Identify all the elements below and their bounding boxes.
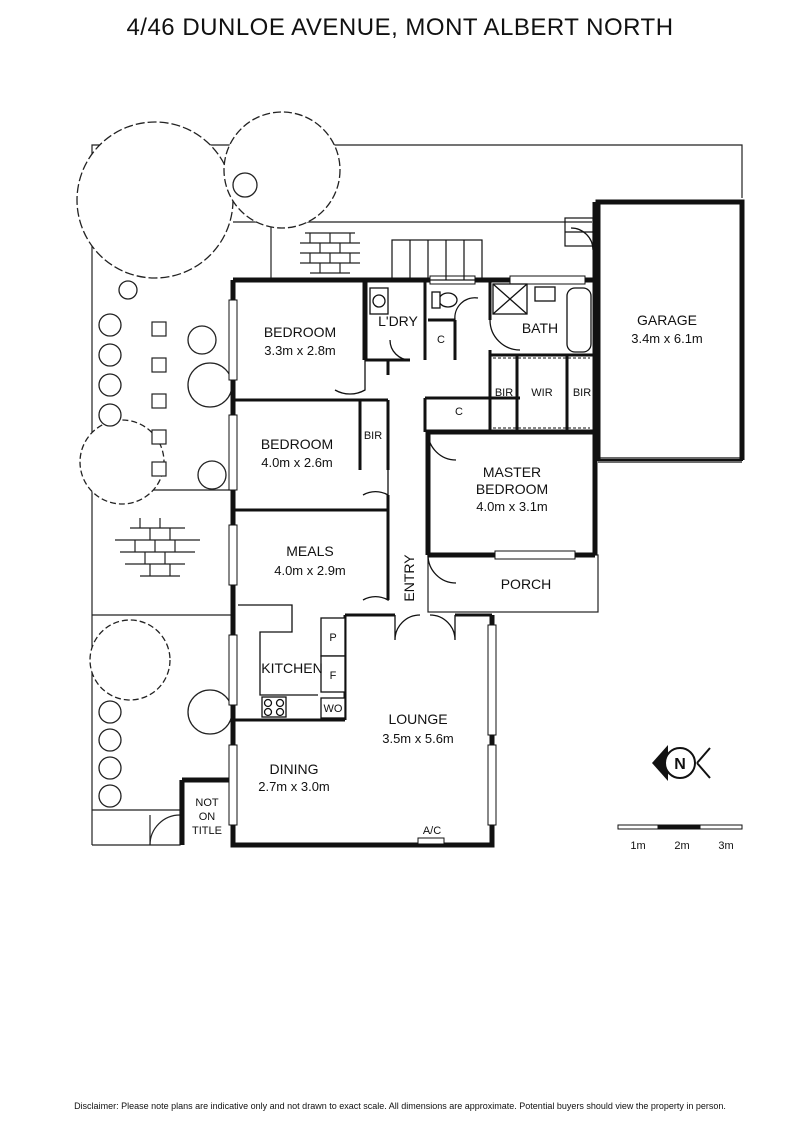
entry-label: ENTRY: [401, 554, 417, 602]
doors: [334, 227, 594, 641]
trees: [76, 111, 341, 808]
scale-1m: 1m: [630, 840, 645, 852]
lounge-size: 3.5m x 5.6m: [382, 731, 454, 746]
ac-unit: [417, 837, 445, 845]
scale-3m: 3m: [718, 840, 733, 852]
wir-label: WIR: [531, 387, 552, 399]
plan-title: 4/46 DUNLOE AVENUE, MONT ALBERT NORTH: [126, 14, 674, 41]
bir-label-1: BIR: [495, 387, 513, 399]
scale-2m: 2m: [674, 840, 689, 852]
lounge-label: LOUNGE: [388, 711, 447, 727]
bath-label: BATH: [522, 320, 558, 336]
scale-bar: 1m 2m 3m: [617, 824, 743, 852]
cupboard-label-2: C: [455, 406, 463, 418]
porch-label: PORCH: [501, 576, 552, 592]
meals-size: 4.0m x 2.9m: [274, 563, 346, 578]
disclaimer: Disclaimer: Please note plans are indica…: [74, 1101, 726, 1111]
master-label-2: BEDROOM: [476, 481, 548, 497]
dining-label: DINING: [270, 761, 319, 777]
garage-size: 3.4m x 6.1m: [631, 331, 703, 346]
garage: [595, 199, 745, 463]
wardrobe-rails: [493, 357, 590, 429]
bedroom-3-label: BEDROOM: [261, 436, 333, 452]
pantry-label: P: [329, 632, 336, 644]
compass-letter: N: [674, 756, 686, 773]
bedroom-2-size: 3.3m x 2.8m: [264, 343, 336, 358]
north-compass-icon: N: [652, 745, 711, 781]
brick-patches: [115, 232, 360, 577]
not-on-title-3: TITLE: [192, 825, 222, 837]
cupboard-label-1: C: [437, 334, 445, 346]
dining-size: 2.7m x 3.0m: [258, 779, 330, 794]
interior-walls: [231, 280, 595, 722]
bir-label-3: BIR: [364, 430, 382, 442]
garage-label: GARAGE: [637, 312, 697, 328]
bedroom-3-size: 4.0m x 2.6m: [261, 455, 333, 470]
room-labels: BEDROOM 3.3m x 2.8m BEDROOM 4.0m x 2.6m …: [192, 312, 703, 837]
kitchen-bench: [238, 604, 346, 719]
meals-label: MEALS: [286, 543, 333, 559]
stairs: [391, 217, 594, 281]
laundry-label: L'DRY: [378, 313, 418, 329]
ac-label: A/C: [423, 825, 441, 837]
bir-label-2: BIR: [573, 387, 591, 399]
master-size: 4.0m x 3.1m: [476, 499, 548, 514]
kitchen-label: KITCHEN: [261, 660, 322, 676]
not-on-title-2: ON: [199, 811, 216, 823]
bath-fixtures: [369, 283, 592, 353]
bedroom-2-label: BEDROOM: [264, 324, 336, 340]
pavers: [151, 321, 167, 477]
wall-oven-label: WO: [324, 703, 343, 715]
fridge-label: F: [330, 670, 337, 682]
master-label-1: MASTER: [483, 464, 541, 480]
not-on-title-1: NOT: [195, 797, 219, 809]
